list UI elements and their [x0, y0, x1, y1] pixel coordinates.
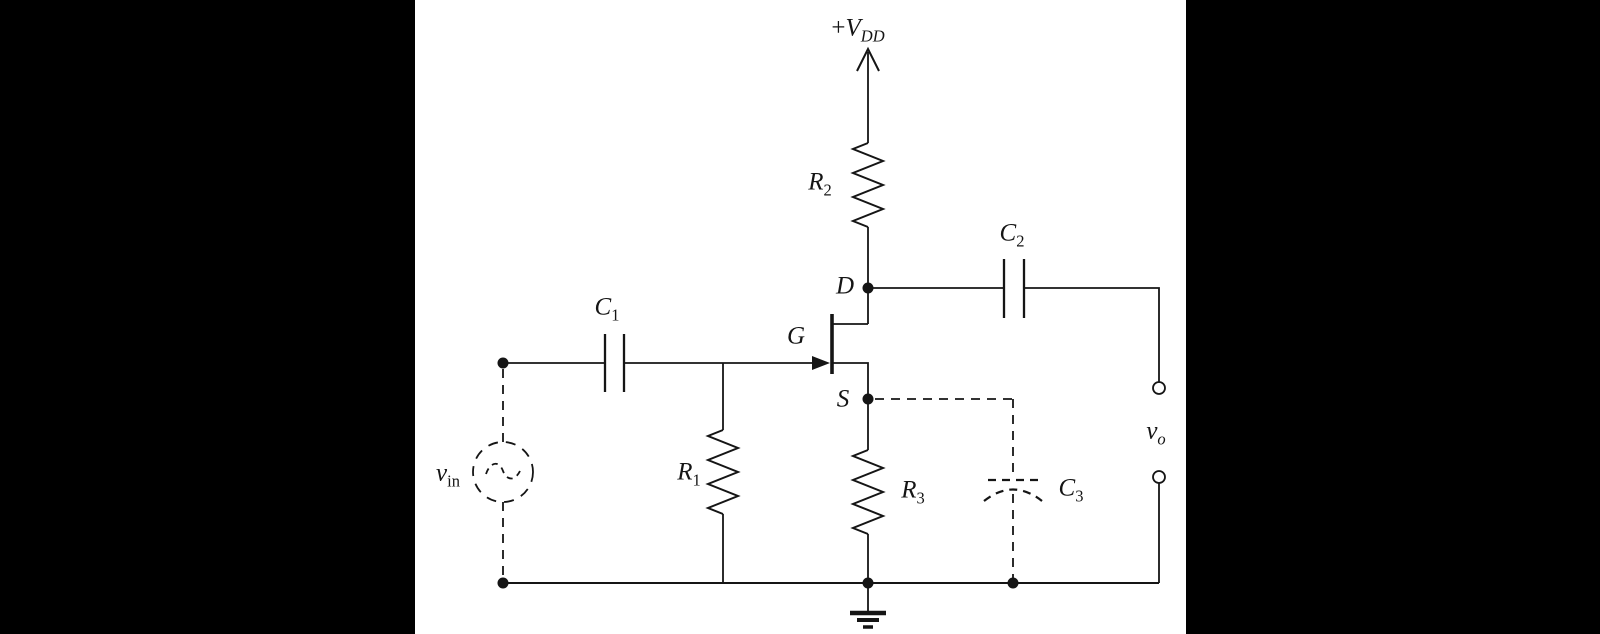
sine-wave-icon [485, 462, 521, 480]
gate-arrow-icon [812, 356, 830, 370]
output-terminal-bottom [1152, 470, 1166, 484]
capacitor-c1 [603, 334, 626, 392]
junction-dots [497, 282, 1019, 589]
capacitor-c2 [1002, 259, 1026, 318]
node-dot-input [497, 357, 509, 369]
c3-curved-plate [983, 488, 1043, 502]
jfet-transistor [812, 314, 869, 450]
node-dot-c3-rail [1007, 577, 1019, 589]
node-dot-input-ground [497, 577, 509, 589]
capacitor-c3-branch [875, 398, 1043, 583]
vin-source [472, 369, 534, 578]
output-terminal-top [1152, 381, 1166, 395]
node-dot-source [862, 393, 874, 405]
node-dot-ground [862, 577, 874, 589]
resistor-r3 [850, 449, 886, 535]
ground-icon [850, 583, 886, 629]
resistor-r1 [705, 429, 741, 515]
node-dot-drain [862, 282, 874, 294]
jfet-source-lead [832, 362, 869, 450]
vdd-arrow-icon [856, 46, 880, 143]
output-terminals [1152, 381, 1166, 484]
resistor-r2 [850, 142, 886, 228]
schematic-canvas [415, 0, 1186, 634]
wire-c2-to-output [1024, 287, 1160, 382]
